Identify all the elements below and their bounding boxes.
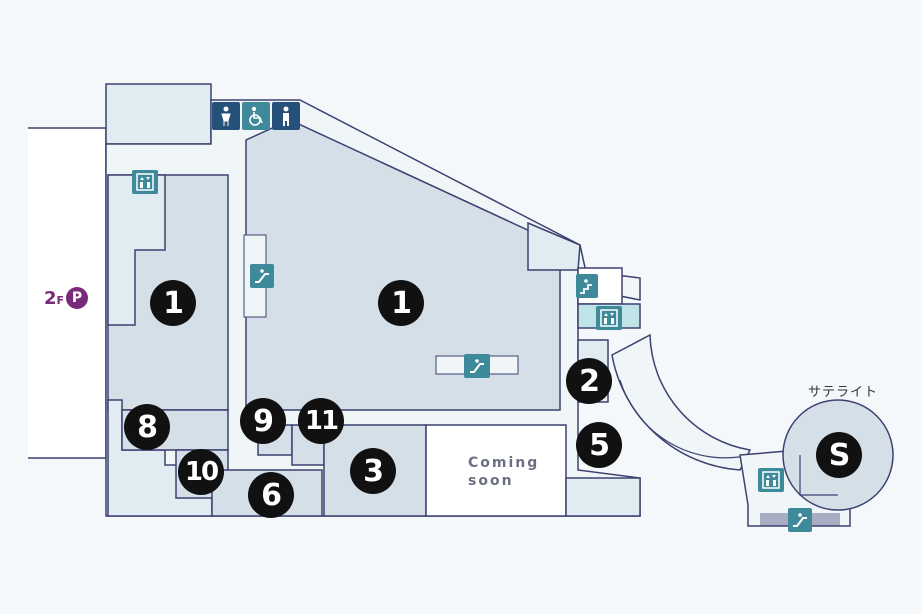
escalator-icon[interactable] xyxy=(250,264,274,288)
left-light-strip xyxy=(107,174,166,326)
store-marker-5[interactable]: 5 xyxy=(576,422,622,468)
curved-walkway-band xyxy=(619,379,751,459)
store-marker-11[interactable]: 11 xyxy=(298,398,344,444)
parking-icon: P xyxy=(66,287,89,309)
store-marker-3[interactable]: 3 xyxy=(350,448,396,494)
store-marker-6[interactable]: 6 xyxy=(248,472,294,518)
satellite-label: サテライト xyxy=(808,385,879,400)
elevator-icon[interactable] xyxy=(132,170,158,194)
store-marker-1-center[interactable]: 1 xyxy=(378,280,424,326)
coming-soon-area xyxy=(425,424,567,517)
restroom-women-icon[interactable] xyxy=(212,102,240,130)
satellite-inner xyxy=(799,455,838,496)
curved-walkway xyxy=(611,333,752,471)
restroom-men-icon[interactable] xyxy=(272,102,300,130)
escalator-icon[interactable] xyxy=(464,354,490,378)
elevator-icon[interactable] xyxy=(596,306,622,330)
wheelchair-icon[interactable] xyxy=(242,102,270,130)
floor-parking-label: 2F P xyxy=(44,287,89,309)
elevator-icon[interactable] xyxy=(758,468,784,492)
store-marker-1-left[interactable]: 1 xyxy=(150,280,196,326)
floor-number: 2F xyxy=(44,287,65,309)
escalator-icon[interactable] xyxy=(788,508,812,532)
store-marker-2[interactable]: 2 xyxy=(566,358,612,404)
store-marker-s[interactable]: S xyxy=(816,432,862,478)
store-marker-10[interactable]: 10 xyxy=(178,449,224,495)
store-marker-8[interactable]: 8 xyxy=(124,404,170,450)
coming-soon-label: Coming soon xyxy=(468,455,540,489)
store-5-area xyxy=(565,477,641,517)
top-left-block xyxy=(105,83,212,145)
center-top-light xyxy=(527,221,581,271)
stairs-icon[interactable] xyxy=(576,274,598,298)
store-marker-9[interactable]: 9 xyxy=(240,398,286,444)
